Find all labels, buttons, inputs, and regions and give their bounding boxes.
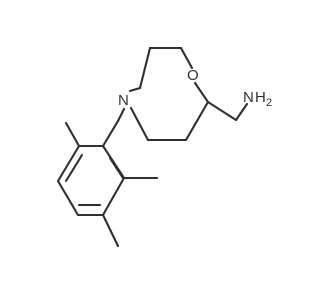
- amine-hydrogen-count: 2: [266, 97, 272, 109]
- bond-ar-c5-c6: [56, 144, 81, 183]
- oxygen-atom-label: O: [187, 67, 199, 84]
- bond-benzyl-ch2-ring: [101, 119, 120, 148]
- bond-ring-o-c6: [193, 81, 210, 104]
- bond-methyl-ortho: [64, 121, 81, 148]
- amine-hydrogen-label: H: [255, 89, 266, 106]
- bond-ar-c4-c5: [56, 179, 80, 217]
- amine-nitrogen-label: N: [243, 89, 254, 106]
- nitrogen-atom-label: N: [118, 92, 129, 109]
- bond-ring-c3-o: [179, 46, 194, 70]
- bond-n-benzyl-ch2: [116, 107, 126, 123]
- bond-ch2-nh2: [234, 102, 249, 122]
- bond-ring-n-c2-upper: [128, 86, 142, 93]
- bond-ar-inner-3: [64, 153, 84, 183]
- bond-ring-n-c3: [138, 46, 152, 90]
- bond-ring-c6-c5: [184, 100, 210, 142]
- bond-ar-c2-c3: [101, 176, 126, 217]
- bond-ring-n-c5-lower: [129, 106, 150, 142]
- bond-methyl-para: [101, 213, 120, 248]
- molecule-drawing: O N N H 2: [56, 46, 272, 248]
- structure-canvas: O N N H 2: [56, 46, 273, 248]
- bond-ar-inner-1: [108, 156, 125, 180]
- bond-c6-ch2: [206, 100, 238, 122]
